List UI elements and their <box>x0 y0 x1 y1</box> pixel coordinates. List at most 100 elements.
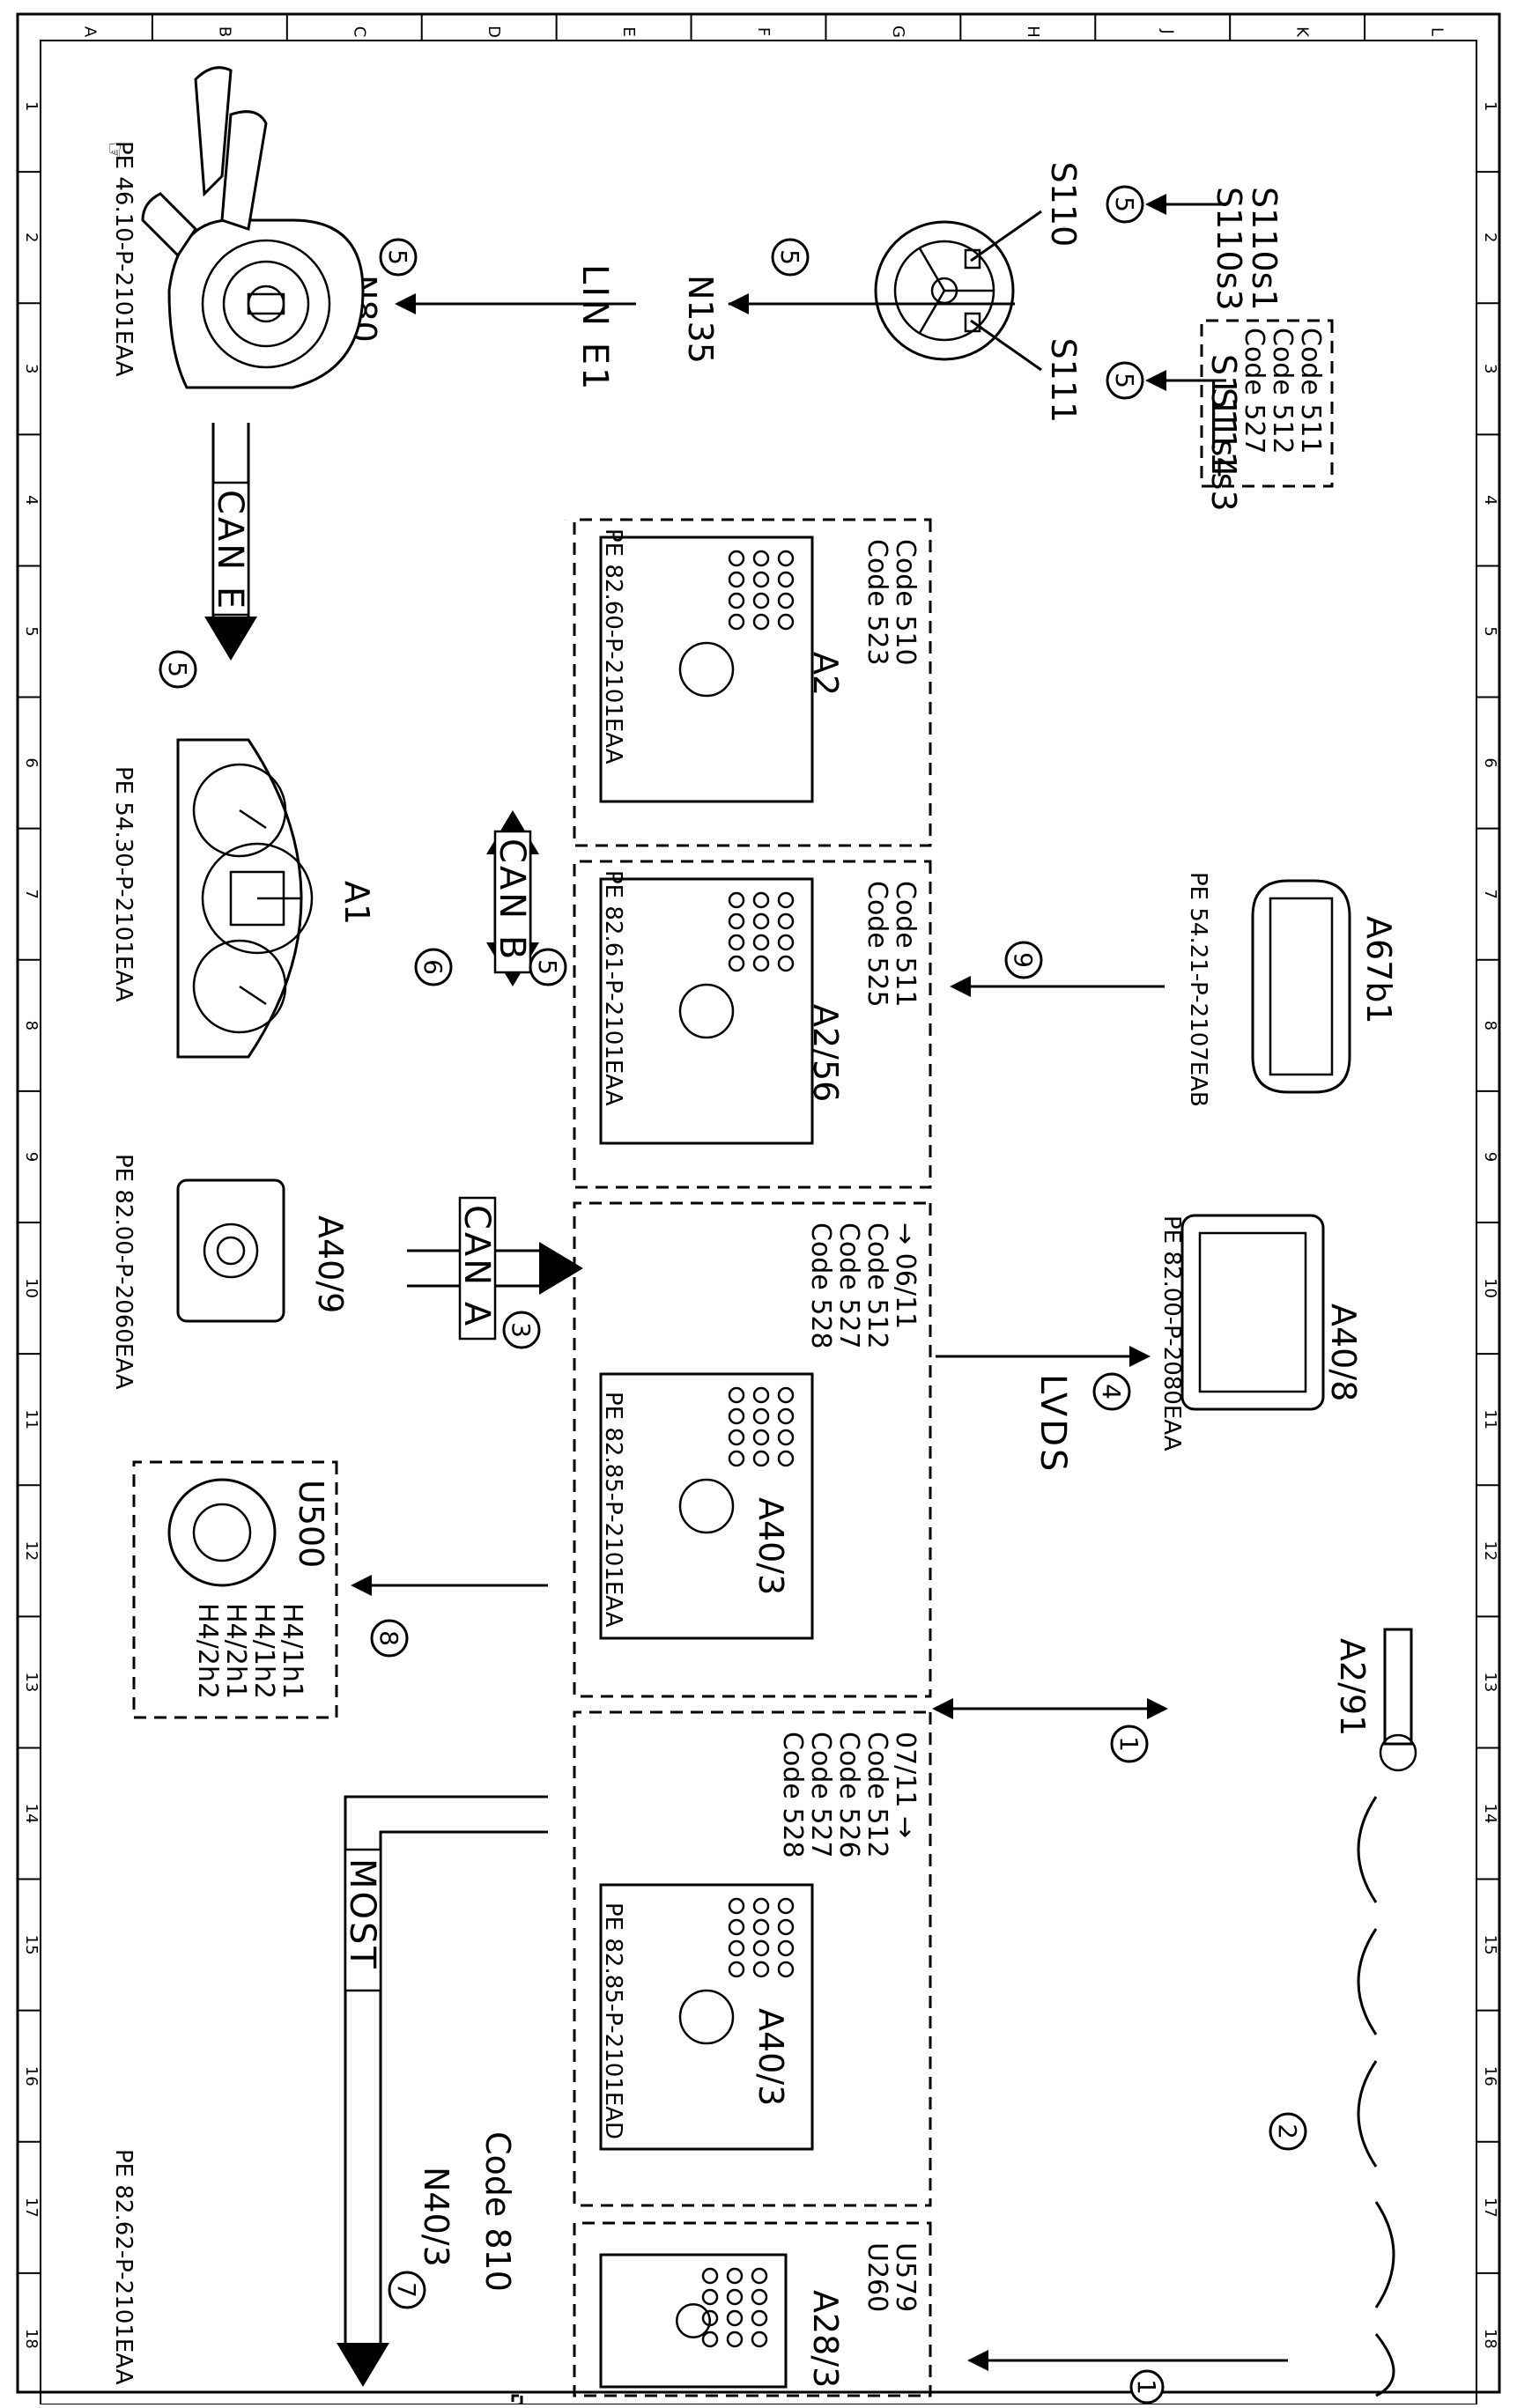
s110-label: S110 <box>1044 162 1083 247</box>
grid-row-label: 9 <box>22 1152 41 1162</box>
radio-waves-icon <box>1357 1796 1395 2397</box>
n80-ref-number: 5 <box>383 249 412 265</box>
grid-row-label: 10 <box>1481 1278 1499 1298</box>
can-e-ref-number: 5 <box>163 661 192 677</box>
a2-91-antenna <box>1379 1628 1417 1772</box>
grid-row-label: 10 <box>22 1278 41 1298</box>
a40-3a-label: A40/3 <box>751 1497 790 1595</box>
u500-item-1: H4/1h1 <box>277 1603 307 1699</box>
grid-row-label: 3 <box>1481 364 1499 373</box>
a40-3b-code-5: Code 528 <box>777 1732 808 1858</box>
can-b-label-box <box>493 830 532 974</box>
grid-row-label: 12 <box>1481 1540 1499 1561</box>
a2-ref: PE 82.60-P-2101EAA <box>600 528 626 765</box>
s111-code-box <box>1200 319 1334 488</box>
grid-column-label: E <box>619 26 638 36</box>
n80-ref-icon: ☞ <box>101 141 128 161</box>
most-label-box <box>344 1848 382 1992</box>
outer-frame <box>16 12 1501 2394</box>
grid-column-label: A <box>80 26 99 38</box>
a40-3a-ref: PE 82.85-P-2101EAA <box>600 1392 626 1628</box>
a40-3b-label: A40/3 <box>751 2008 790 2106</box>
a40-3a-head-unit-icon <box>599 1372 814 1640</box>
u500-label: U500 <box>292 1480 330 1568</box>
a2-code-1: Code 510 <box>890 539 921 666</box>
a40-3b-code-1: 07/11 → <box>890 1732 921 1838</box>
grid-row-label: 2 <box>1481 233 1499 242</box>
speaker-icon <box>167 1478 277 1587</box>
a1-label: A1 <box>337 881 376 925</box>
grid-row-label: 4 <box>22 495 41 505</box>
grid-column-label: H <box>1024 26 1042 38</box>
a28-ref-circle <box>1129 2369 1165 2404</box>
a40-3a-code-4: Code 528 <box>805 1222 836 1349</box>
a40-8-label: A40/8 <box>1324 1304 1363 1401</box>
a1-ref: PE 54.30-P-2101EAA <box>110 766 137 1002</box>
grid-row-label: 13 <box>22 1672 41 1692</box>
a40-3b-box <box>573 1710 932 2207</box>
lvds-ref-number: 4 <box>1097 1384 1126 1400</box>
a40-3a-box <box>573 1201 932 1698</box>
most-ref-circle <box>388 2271 426 2309</box>
s111s3-label: S111s3 <box>1204 388 1243 512</box>
grid-column-label: L <box>1428 27 1447 36</box>
a40-3a-code-1: → 06/11 <box>890 1222 921 1329</box>
grid-row-label: 5 <box>22 626 41 636</box>
grid-row-label: 7 <box>22 889 41 898</box>
a2-91-label: A2/91 <box>1333 1638 1372 1736</box>
n40-3-code: Code 810 <box>478 2131 517 2292</box>
a2-56-ref: PE 82.61-P-2101EAA <box>600 870 626 1106</box>
s111-label: S111 <box>1044 338 1083 424</box>
a40-9-label: A40/9 <box>311 1215 350 1313</box>
grid-row-label: 18 <box>1481 2329 1499 2349</box>
grid-column-label: D <box>485 26 503 38</box>
a2-56-head-unit-icon <box>599 877 814 1145</box>
grid-row-label: 8 <box>1481 1021 1499 1030</box>
grid-column-label: J <box>1158 28 1177 33</box>
a28-3-box <box>573 2221 932 2397</box>
grid-column-label: K <box>1293 26 1312 38</box>
s110s3-label: S110s3 <box>1210 187 1248 311</box>
a28-3-module-icon <box>599 2253 788 2389</box>
a2-56-box <box>573 860 932 1189</box>
a40-3b-code-3: Code 526 <box>833 1732 864 1858</box>
n135-ref-number: 5 <box>775 249 804 265</box>
can-a-ref-circle <box>502 1311 541 1349</box>
a2-56-code-1: Code 511 <box>890 881 921 1008</box>
lvds-ref-circle <box>1092 1372 1131 1411</box>
can-b-down-ref-circle <box>414 948 453 986</box>
n40-3-box <box>511 2394 523 2406</box>
grid-column-label: B <box>215 26 233 37</box>
u500-item-2: H4/1h2 <box>248 1603 279 1699</box>
lvds-label: LVDS <box>1032 1374 1073 1474</box>
a2-91-ref-circle <box>1110 1725 1149 1763</box>
s110s1-label: S110s1 <box>1245 187 1284 311</box>
can-e-label-box <box>211 481 250 617</box>
grid-row-label: 1 <box>22 101 41 111</box>
a2-head-unit-icon <box>599 536 814 803</box>
can-b-label: CAN B <box>492 838 532 962</box>
a40-9-ref: PE 82.00-P-2060EAA <box>110 1154 137 1390</box>
s111-code-3: Code 527 <box>1239 328 1269 454</box>
can-b-down-ref-number: 6 <box>418 959 448 975</box>
grid-layer: 1122334455667788991010111112121313141415… <box>18 14 1499 2349</box>
a40-3b-head-unit-icon <box>599 1883 814 2151</box>
a2-box <box>573 518 932 847</box>
a28-3-code-1: U579 <box>890 2242 921 2312</box>
grid-row-label: 8 <box>22 1021 41 1030</box>
radio-ref-circle <box>1269 2112 1307 2151</box>
n80-steering-column-module <box>141 66 365 389</box>
a67-ref-circle <box>1004 941 1043 979</box>
grid-row-label: 16 <box>22 2066 41 2087</box>
a40-8-ref: PE 82.00-P-2080EAA <box>1158 1215 1185 1451</box>
most-label: MOST <box>342 1858 382 1971</box>
a28-3-code-2: U260 <box>862 2242 892 2312</box>
n135-ref-circle <box>771 238 810 277</box>
a28-ref-number: 1 <box>1132 2379 1161 2395</box>
grid-row-label: 11 <box>1481 1409 1499 1429</box>
can-a-ref-number: 3 <box>507 1322 536 1338</box>
grid-row-label: 17 <box>1481 2197 1499 2218</box>
grid-row-label: 17 <box>22 2197 41 2218</box>
a1-instrument-cluster <box>176 738 314 1059</box>
